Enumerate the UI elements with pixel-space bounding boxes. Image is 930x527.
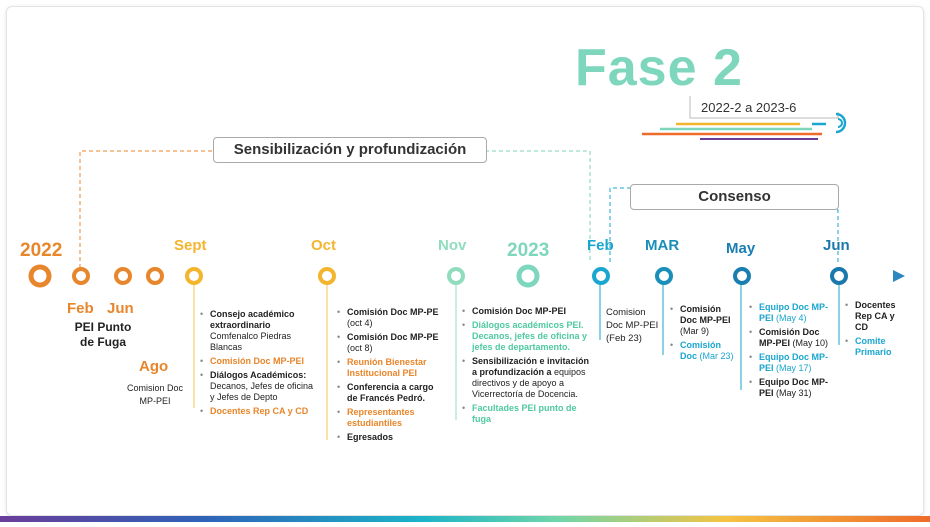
sens-connector-left (79, 150, 213, 268)
node-2022 (28, 264, 52, 288)
node-may (733, 267, 751, 285)
feb-note: PEI Punto de Fuga (73, 320, 133, 350)
oct-item-4: Conferencia a cargo de Francés Pedró. (337, 382, 445, 404)
node-jun-2023 (830, 267, 848, 285)
sept-item-3: Diálogos Académicos:Decanos, Jefes de of… (200, 370, 318, 403)
may-item-4: Equipo Doc MP-PEI (May 31) (749, 377, 831, 399)
timeline-nodes (28, 264, 848, 288)
sept-item-2: Comisión Doc MP-PEI (200, 356, 318, 367)
oct-item-6: Egresados (337, 432, 445, 443)
sept-events: Consejo académico extraordinarioComfenal… (200, 309, 318, 420)
fase-decoration (642, 96, 847, 140)
label-oct: Oct (311, 237, 337, 254)
mar-events: Comisión Doc MP-PEI(Mar 9) Comisión Doc … (670, 304, 740, 365)
bottom-gradient-bar (0, 516, 930, 522)
oct-item-1: Comisión Doc MP-PE(oct 4) (337, 307, 445, 329)
node-nov (447, 267, 465, 285)
deco-arc-inner (837, 118, 843, 128)
phase-consenso-label: Consenso (630, 184, 839, 210)
may-events: Equipo Doc MP-PEI (May 4) Comisión Doc M… (749, 302, 831, 402)
feb-note-line1: PEI Punto (74, 320, 132, 334)
label-ago-2022: Ago (139, 358, 169, 375)
may-item-2: Comisión Doc MP-PEI (May 10) (749, 327, 831, 349)
jun2023-item-2: Comite Primario (845, 336, 907, 358)
ago-note-line1: Comision Doc (126, 383, 184, 393)
node-2023 (516, 264, 540, 288)
label-nov: Nov (438, 237, 467, 254)
nov-events: Comisión Doc MP-PEI Diálogos académicos … (462, 306, 594, 428)
may-item-1: Equipo Doc MP-PEI (May 4) (749, 302, 831, 324)
mar-item-1: Comisión Doc MP-PEI(Mar 9) (670, 304, 740, 337)
nov-item-1: Comisión Doc MP-PEI (462, 306, 594, 317)
node-feb-2023 (592, 267, 610, 285)
label-feb-2022: Feb (67, 300, 94, 317)
node-ago-2022 (146, 267, 164, 285)
may-item-3: Equipo Doc MP-PEI (May 17) (749, 352, 831, 374)
mar-item-2: Comisión Doc (Mar 23) (670, 340, 740, 362)
oct-item-2: Comisión Doc MP-PE(oct 8) (337, 332, 445, 354)
label-2022: 2022 (20, 240, 63, 261)
ago-note: Comision Doc MP-PEI (120, 382, 190, 408)
oct-events: Comisión Doc MP-PE(oct 4) Comisión Doc M… (337, 307, 445, 446)
feb-note-line2: de Fuga (79, 335, 126, 349)
jun2023-item-1: Docentes Rep CA y CD (845, 300, 907, 333)
oct-item-5: Representantes estudiantiles (337, 407, 445, 429)
label-jun-2023: Jun (823, 237, 850, 254)
node-feb-2022 (72, 267, 90, 285)
nov-item-3: Sensibilización e invitación a profundiz… (462, 356, 594, 400)
phase-title: Fase 2 (575, 39, 743, 97)
nov-item-4: Facultades PEI punto de fuga (462, 403, 594, 425)
label-2023: 2023 (507, 240, 550, 261)
oct-item-3: Reunión Bienestar Institucional PEI (337, 357, 445, 379)
label-jun-2022: Jun (107, 300, 134, 317)
ago-note-line2: MP-PEI (139, 396, 171, 406)
deco-arc-outer (835, 112, 847, 134)
node-sept (185, 267, 203, 285)
node-mar (655, 267, 673, 285)
label-feb-2023: Feb (587, 237, 614, 254)
sept-item-1: Consejo académico extraordinarioComfenal… (200, 309, 318, 353)
nov-item-2: Diálogos académicos PEI. Decanos, jefes … (462, 320, 594, 353)
slide-frame (6, 6, 924, 516)
label-may: May (726, 240, 756, 257)
label-sept: Sept (174, 237, 207, 254)
phase-period: 2022-2 a 2023-6 (701, 100, 797, 115)
label-mar: MAR (645, 237, 680, 254)
node-jun-2022 (114, 267, 132, 285)
sens-connector-right (485, 150, 591, 262)
cons-connector-left (609, 187, 630, 262)
phase-sensibilizacion-label: Sensibilización y profundización (213, 137, 487, 163)
jun2023-events: Docentes Rep CA y CD Comite Primario (845, 300, 907, 361)
sept-item-4: Docentes Rep CA y CD (200, 406, 318, 417)
node-oct (318, 267, 336, 285)
timeline-arrow (893, 270, 905, 282)
